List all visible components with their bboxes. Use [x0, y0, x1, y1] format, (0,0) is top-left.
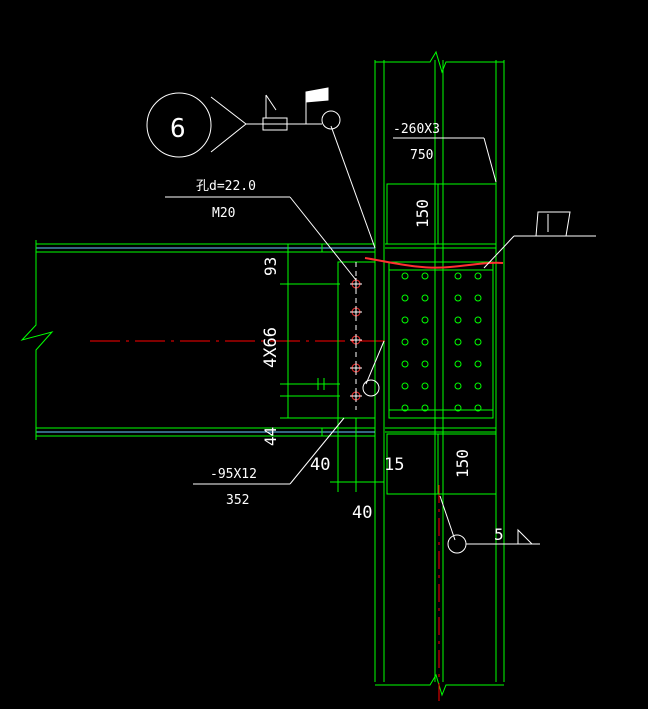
panel-hole: [421, 382, 429, 390]
panel-hole: [454, 316, 462, 324]
panel-hole: [474, 338, 482, 346]
bolt: [350, 334, 362, 346]
dim-upper-stiffener: 150: [413, 199, 432, 228]
dim-bottom-spacing: 44: [261, 427, 280, 446]
dim-lower-stiffener: 150: [453, 449, 472, 478]
panel-hole: [454, 272, 462, 280]
panel-hole: [401, 360, 409, 368]
hole-leader: [165, 196, 357, 281]
panel-hole: [474, 316, 482, 324]
panel-hole: [421, 294, 429, 302]
dim-bolt-pitch: 4X66: [261, 327, 281, 368]
panel-hole: [454, 294, 462, 302]
stiffener-leader: [393, 137, 497, 183]
panel-hole: [474, 382, 482, 390]
shear-plate-label: -95X12: [210, 467, 257, 482]
bolt: [350, 306, 362, 318]
panel-hole: [401, 294, 409, 302]
panel-hole: [401, 382, 409, 390]
bolt-group: [350, 278, 362, 402]
stiffener-plate-label: -260X3: [393, 122, 440, 137]
panel-hole: [474, 360, 482, 368]
panel-hole: [454, 360, 462, 368]
panel-hole: [421, 272, 429, 280]
panel-hole: [401, 272, 409, 280]
panel-hole-grid: [401, 272, 482, 412]
panel-hole: [454, 338, 462, 346]
flange-weld-symbol: [483, 211, 596, 269]
bolt-label: M20: [212, 206, 235, 221]
panel-hole: [421, 316, 429, 324]
hole-label: 孔d=22.0: [196, 179, 256, 194]
upper-stiffener-plate: [385, 183, 497, 249]
panel-hole: [421, 404, 429, 412]
panel-hole: [454, 382, 462, 390]
panel-hole: [421, 360, 429, 368]
panel-hole: [474, 272, 482, 280]
shear-plate: [321, 244, 376, 436]
bolt: [350, 362, 362, 374]
bolt: [350, 390, 362, 402]
beam: [20, 240, 375, 440]
panel-hole: [474, 294, 482, 302]
dim-edge-bottom: 40: [352, 503, 372, 523]
panel-hole: [401, 316, 409, 324]
shear-plate-leader: [193, 340, 385, 485]
fillet-weld-symbol: [439, 495, 540, 554]
panel-hole: [401, 404, 409, 412]
shear-plate-length: 352: [226, 493, 249, 508]
column: [374, 50, 505, 697]
panel-zone: [388, 261, 494, 419]
panel-hole: [454, 404, 462, 412]
lower-stiffener-plate: [385, 427, 497, 495]
dim-edge-left: 40: [310, 455, 330, 475]
stiffener-plate-length: 750: [410, 148, 433, 163]
detail-number: 6: [170, 114, 186, 144]
panel-hole: [421, 338, 429, 346]
detail-callout: [146, 87, 376, 249]
dimension-lines: [280, 243, 384, 492]
dim-edge-right: 15: [384, 455, 404, 475]
flange-weld-line: [364, 257, 504, 269]
weld-size: 5: [494, 525, 504, 544]
dim-top-spacing: 93: [261, 257, 280, 276]
panel-hole: [474, 404, 482, 412]
panel-hole: [401, 338, 409, 346]
